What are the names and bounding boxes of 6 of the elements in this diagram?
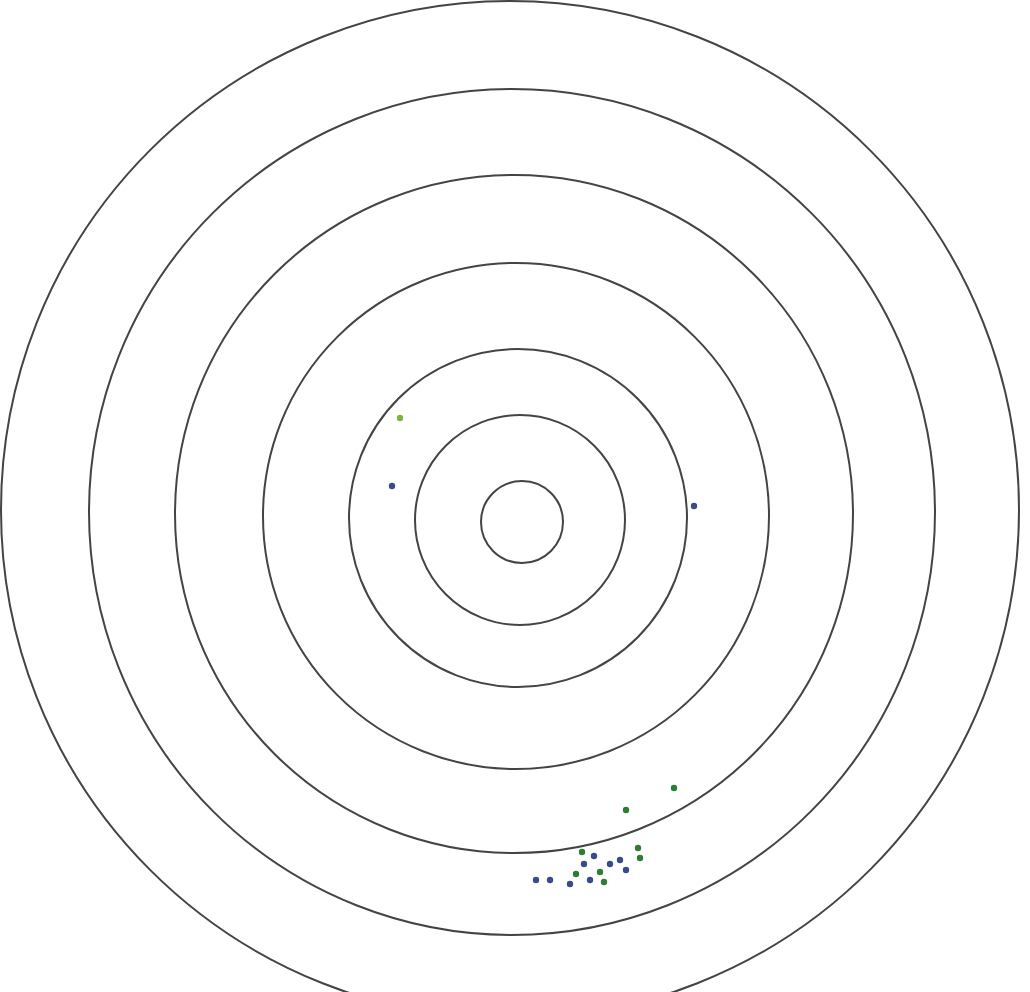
ring-circle [348, 348, 688, 688]
ring-circle [480, 480, 564, 564]
ring-circle [262, 262, 770, 770]
ring-circle [88, 88, 936, 936]
ring-circle [174, 174, 854, 854]
ring-circle [414, 414, 626, 626]
